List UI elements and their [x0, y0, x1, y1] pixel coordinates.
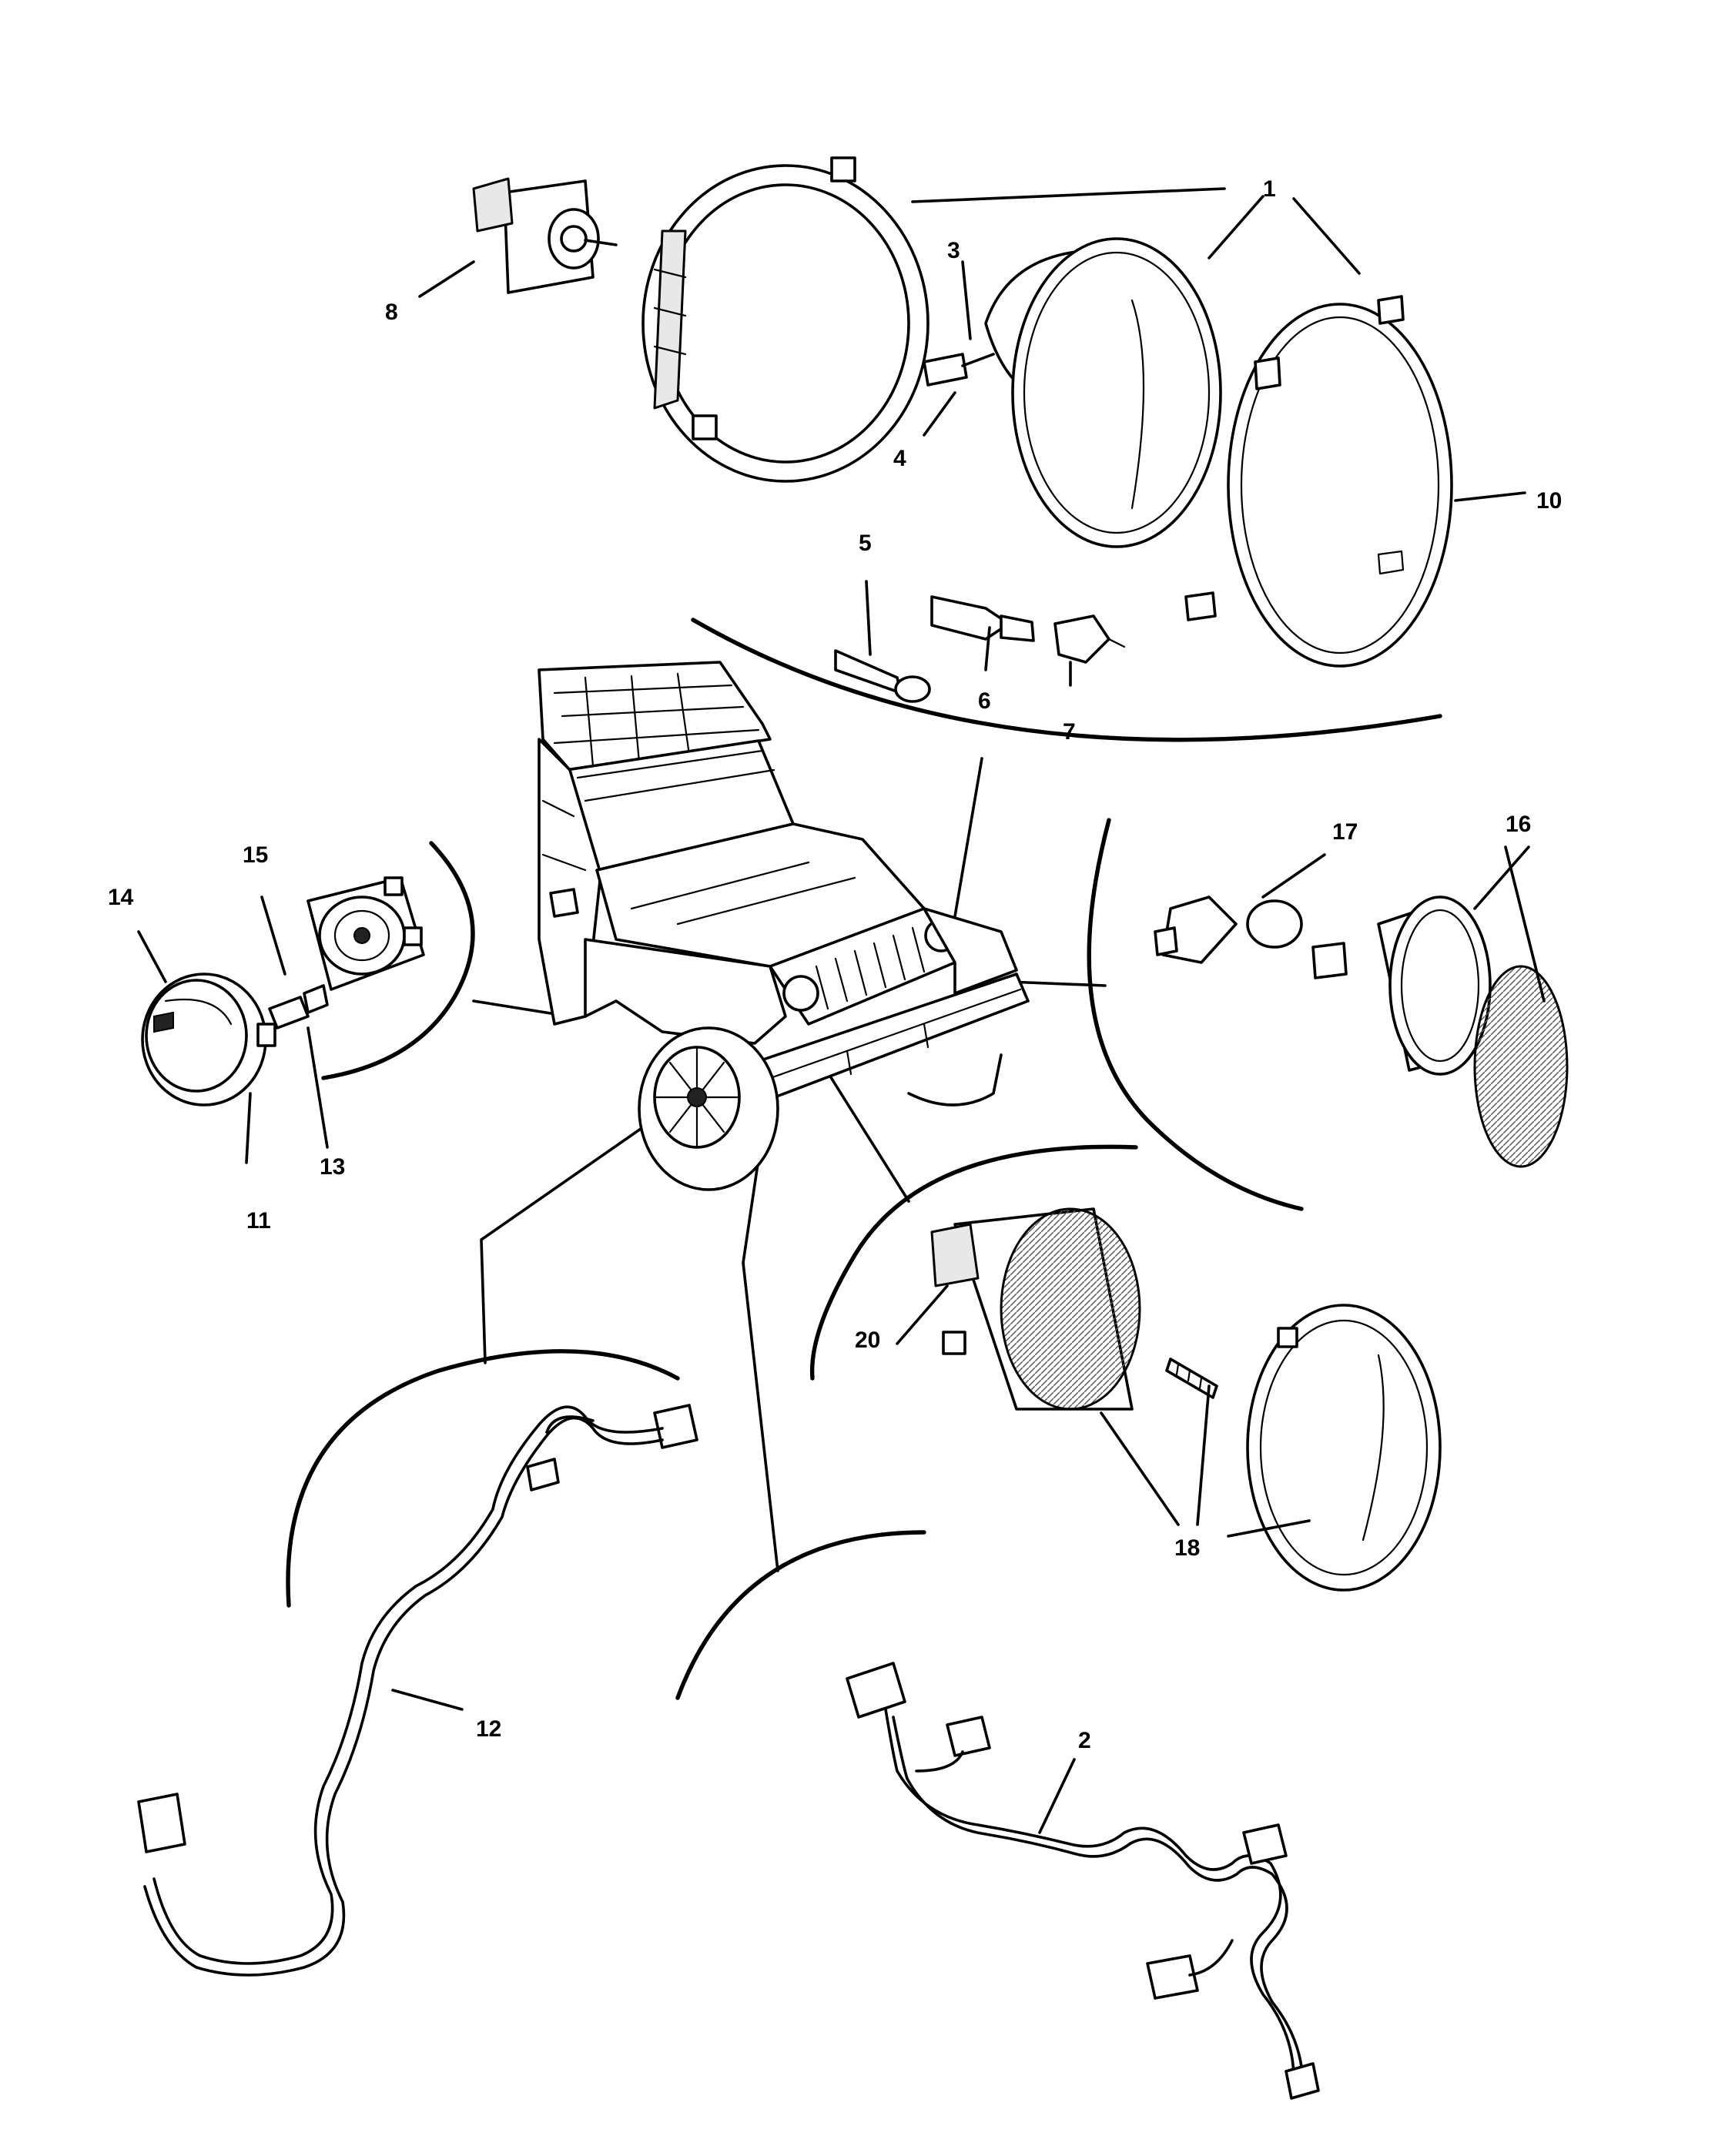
fog-lamp-lens — [1246, 1304, 1442, 1592]
bulb-socket-15-13 — [268, 984, 329, 1029]
callout-14: 14 — [108, 885, 134, 910]
callout-12: 12 — [476, 1716, 501, 1742]
callout-1: 1 — [1263, 176, 1276, 202]
headlamp-mounting-ring — [641, 156, 929, 483]
mounting-bracket — [306, 876, 425, 991]
side-marker-lamp-14 — [141, 973, 276, 1106]
headlamp-section-arc — [691, 618, 1442, 742]
callout-3: 3 — [947, 238, 960, 263]
callout-numbers: 1 2 3 4 5 6 7 8 10 11 12 13 14 15 16 17 … — [108, 176, 1562, 1753]
right-harness-leader — [742, 1157, 779, 1572]
park-lamp-housing-16 — [1311, 896, 1492, 1076]
wiring-harness-12 — [137, 1404, 698, 1977]
bulb-7 — [1053, 614, 1126, 664]
headlamp-unit — [923, 237, 1222, 548]
section-leaders — [472, 757, 1107, 1572]
fog-lamp-screw — [1165, 1358, 1218, 1399]
park-lamp-section-arc — [1087, 818, 1304, 1211]
left-harness-leader — [480, 1115, 660, 1364]
callout-leaders — [137, 187, 1546, 1834]
right-harness-section-arc — [675, 1530, 926, 1700]
callout-10: 10 — [1536, 488, 1562, 514]
callout-17: 17 — [1332, 819, 1358, 845]
park-lamp-group — [1154, 896, 1569, 1168]
side-marker-section-arc — [321, 841, 475, 1080]
leveling-motor — [472, 177, 618, 294]
bulb-socket-17 — [1154, 896, 1303, 964]
park-lamp-leader — [1007, 980, 1107, 987]
bulb-5 — [834, 649, 931, 703]
callout-2: 2 — [1078, 1728, 1091, 1753]
bulb-6 — [930, 595, 1035, 642]
fog-lamp-housing-20 — [930, 1207, 1141, 1411]
callout-18: 18 — [1174, 1535, 1200, 1561]
fog-lamp-section-arc — [809, 1144, 1138, 1381]
grille-slots — [815, 926, 926, 1010]
jeep-vehicle — [538, 661, 1030, 1191]
retaining-ring — [1184, 295, 1453, 668]
section-arcs — [286, 618, 1442, 1700]
fog-lamp-group — [930, 1207, 1442, 1592]
headlamp-group — [472, 156, 1453, 703]
callout-4: 4 — [893, 446, 906, 471]
wiring-harness-2 — [846, 1662, 1320, 2100]
callout-11: 11 — [246, 1208, 271, 1234]
headlamp-leader — [953, 757, 983, 918]
callout-20: 20 — [855, 1327, 880, 1353]
callout-5: 5 — [859, 531, 872, 556]
callout-6: 6 — [978, 688, 991, 714]
callout-13: 13 — [320, 1154, 345, 1180]
callout-7: 7 — [1063, 719, 1076, 745]
park-lamp-lens — [1473, 965, 1569, 1168]
callout-15: 15 — [243, 842, 268, 868]
side-marker-group — [141, 876, 425, 1106]
fog-lamp-leader — [822, 1065, 910, 1203]
callout-16: 16 — [1506, 812, 1531, 837]
left-harness-section-arc — [286, 1349, 680, 1608]
callout-8: 8 — [385, 300, 398, 325]
